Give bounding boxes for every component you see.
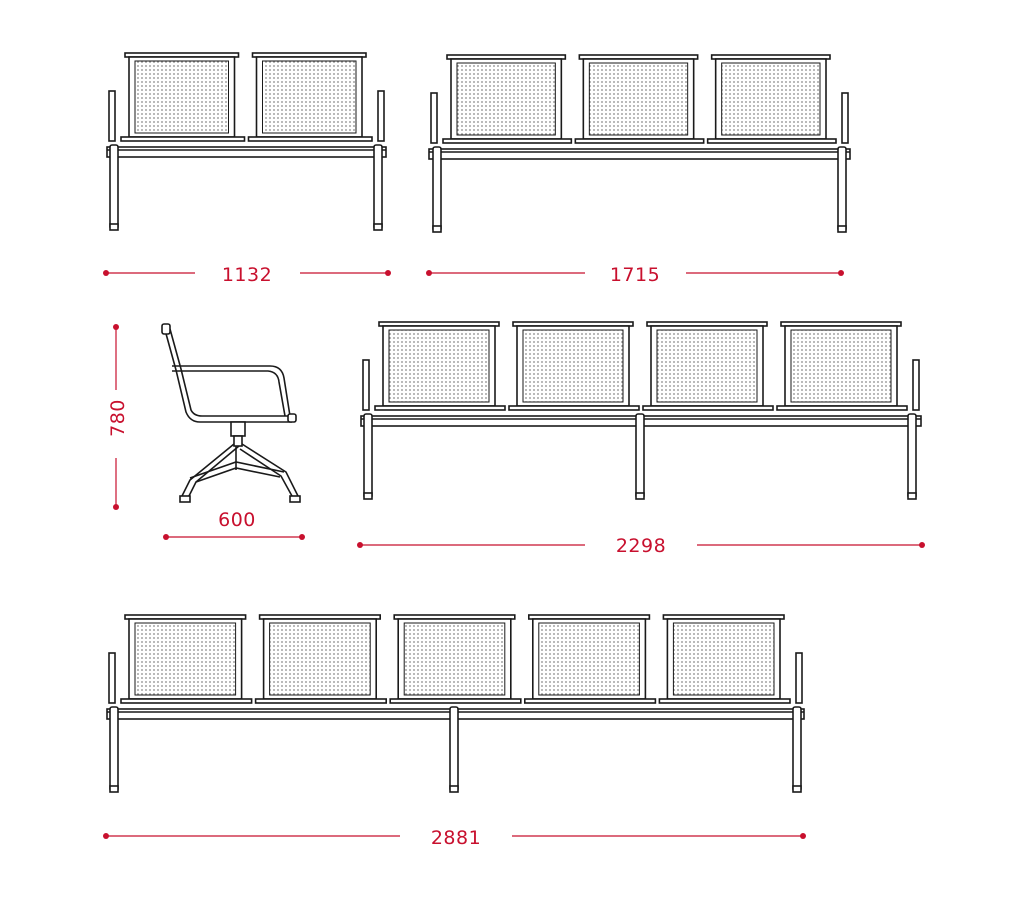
arm-support [377,90,385,142]
perforated-panel [269,622,371,696]
perforated-panel [672,622,775,696]
seat-pad [120,698,253,704]
seat-pad [706,138,837,144]
seat-pad [389,698,522,704]
bench-leg [635,413,645,499]
dimension-label-bench-2: 1132 [222,264,272,286]
leg-foot [792,785,802,793]
dimension-bench-2: 1132 [103,264,391,286]
perforated-panel [721,62,821,136]
arm-support [430,92,438,144]
leg-foot [449,785,459,793]
bench-2-seats [106,52,387,231]
leg-foot [635,492,645,500]
arm-support [841,92,849,144]
bench-5-seats [106,614,805,793]
bench-leg [837,146,847,232]
perforated-panel [403,622,506,696]
dimension-label-bench-4: 2298 [616,535,666,557]
seat-pad [254,698,388,704]
bench-leg [373,144,383,230]
seat-pad [508,405,640,411]
perforated-panel [790,329,892,403]
bench-leg [449,706,459,792]
leg-foot [363,492,373,500]
dimension-label-chair-height: 780 [107,399,129,437]
dimension-bench-5: 2881 [103,827,806,849]
bench-leg [907,413,917,499]
dimension-bench-3: 1715 [426,264,844,286]
seat-pad [642,405,774,411]
seat-pad [442,138,573,144]
perforated-panel [388,329,490,403]
leg-foot [432,225,442,233]
arm-support [108,652,116,704]
bench-leg [109,144,119,230]
dimension-chair-height: 780 [107,324,129,510]
arm-support [362,359,370,411]
bench-leg [792,706,802,792]
bench-4-seats [360,321,922,500]
perforated-panel [522,329,624,403]
seat-pad [120,136,246,142]
perforated-panel [262,60,357,134]
seat-pad [776,405,908,411]
seat-pad [374,405,506,411]
dimension-label-chair-depth: 600 [218,509,256,531]
seat-pad [523,698,657,704]
dimension-label-bench-5: 2881 [431,827,481,849]
arm-support [108,90,116,142]
perforated-panel [456,62,556,136]
bench-beam [428,148,851,160]
leg-foot [109,785,119,793]
dimension-bench-4: 2298 [357,535,925,557]
leg-foot [907,492,917,500]
perforated-panel [656,329,758,403]
bench-leg [109,706,119,792]
arm-support [912,359,920,411]
bench-beam [106,146,387,158]
leg-foot [109,223,119,231]
seat-pad [247,136,373,142]
perforated-panel [134,622,237,696]
seat-pad [658,698,791,704]
dimension-label-bench-3: 1715 [610,264,660,286]
perforated-panel [538,622,640,696]
leg-foot [837,225,847,233]
chair-side-view [161,323,301,503]
perforated-panel [588,62,689,136]
dimension-chair-depth: 600 [163,509,305,540]
bench-3-seats [428,54,851,233]
perforated-panel [134,60,229,134]
bench-leg [363,413,373,499]
seat-pad [574,138,705,144]
bench-leg [432,146,442,232]
leg-foot [373,223,383,231]
arm-support [795,652,803,704]
